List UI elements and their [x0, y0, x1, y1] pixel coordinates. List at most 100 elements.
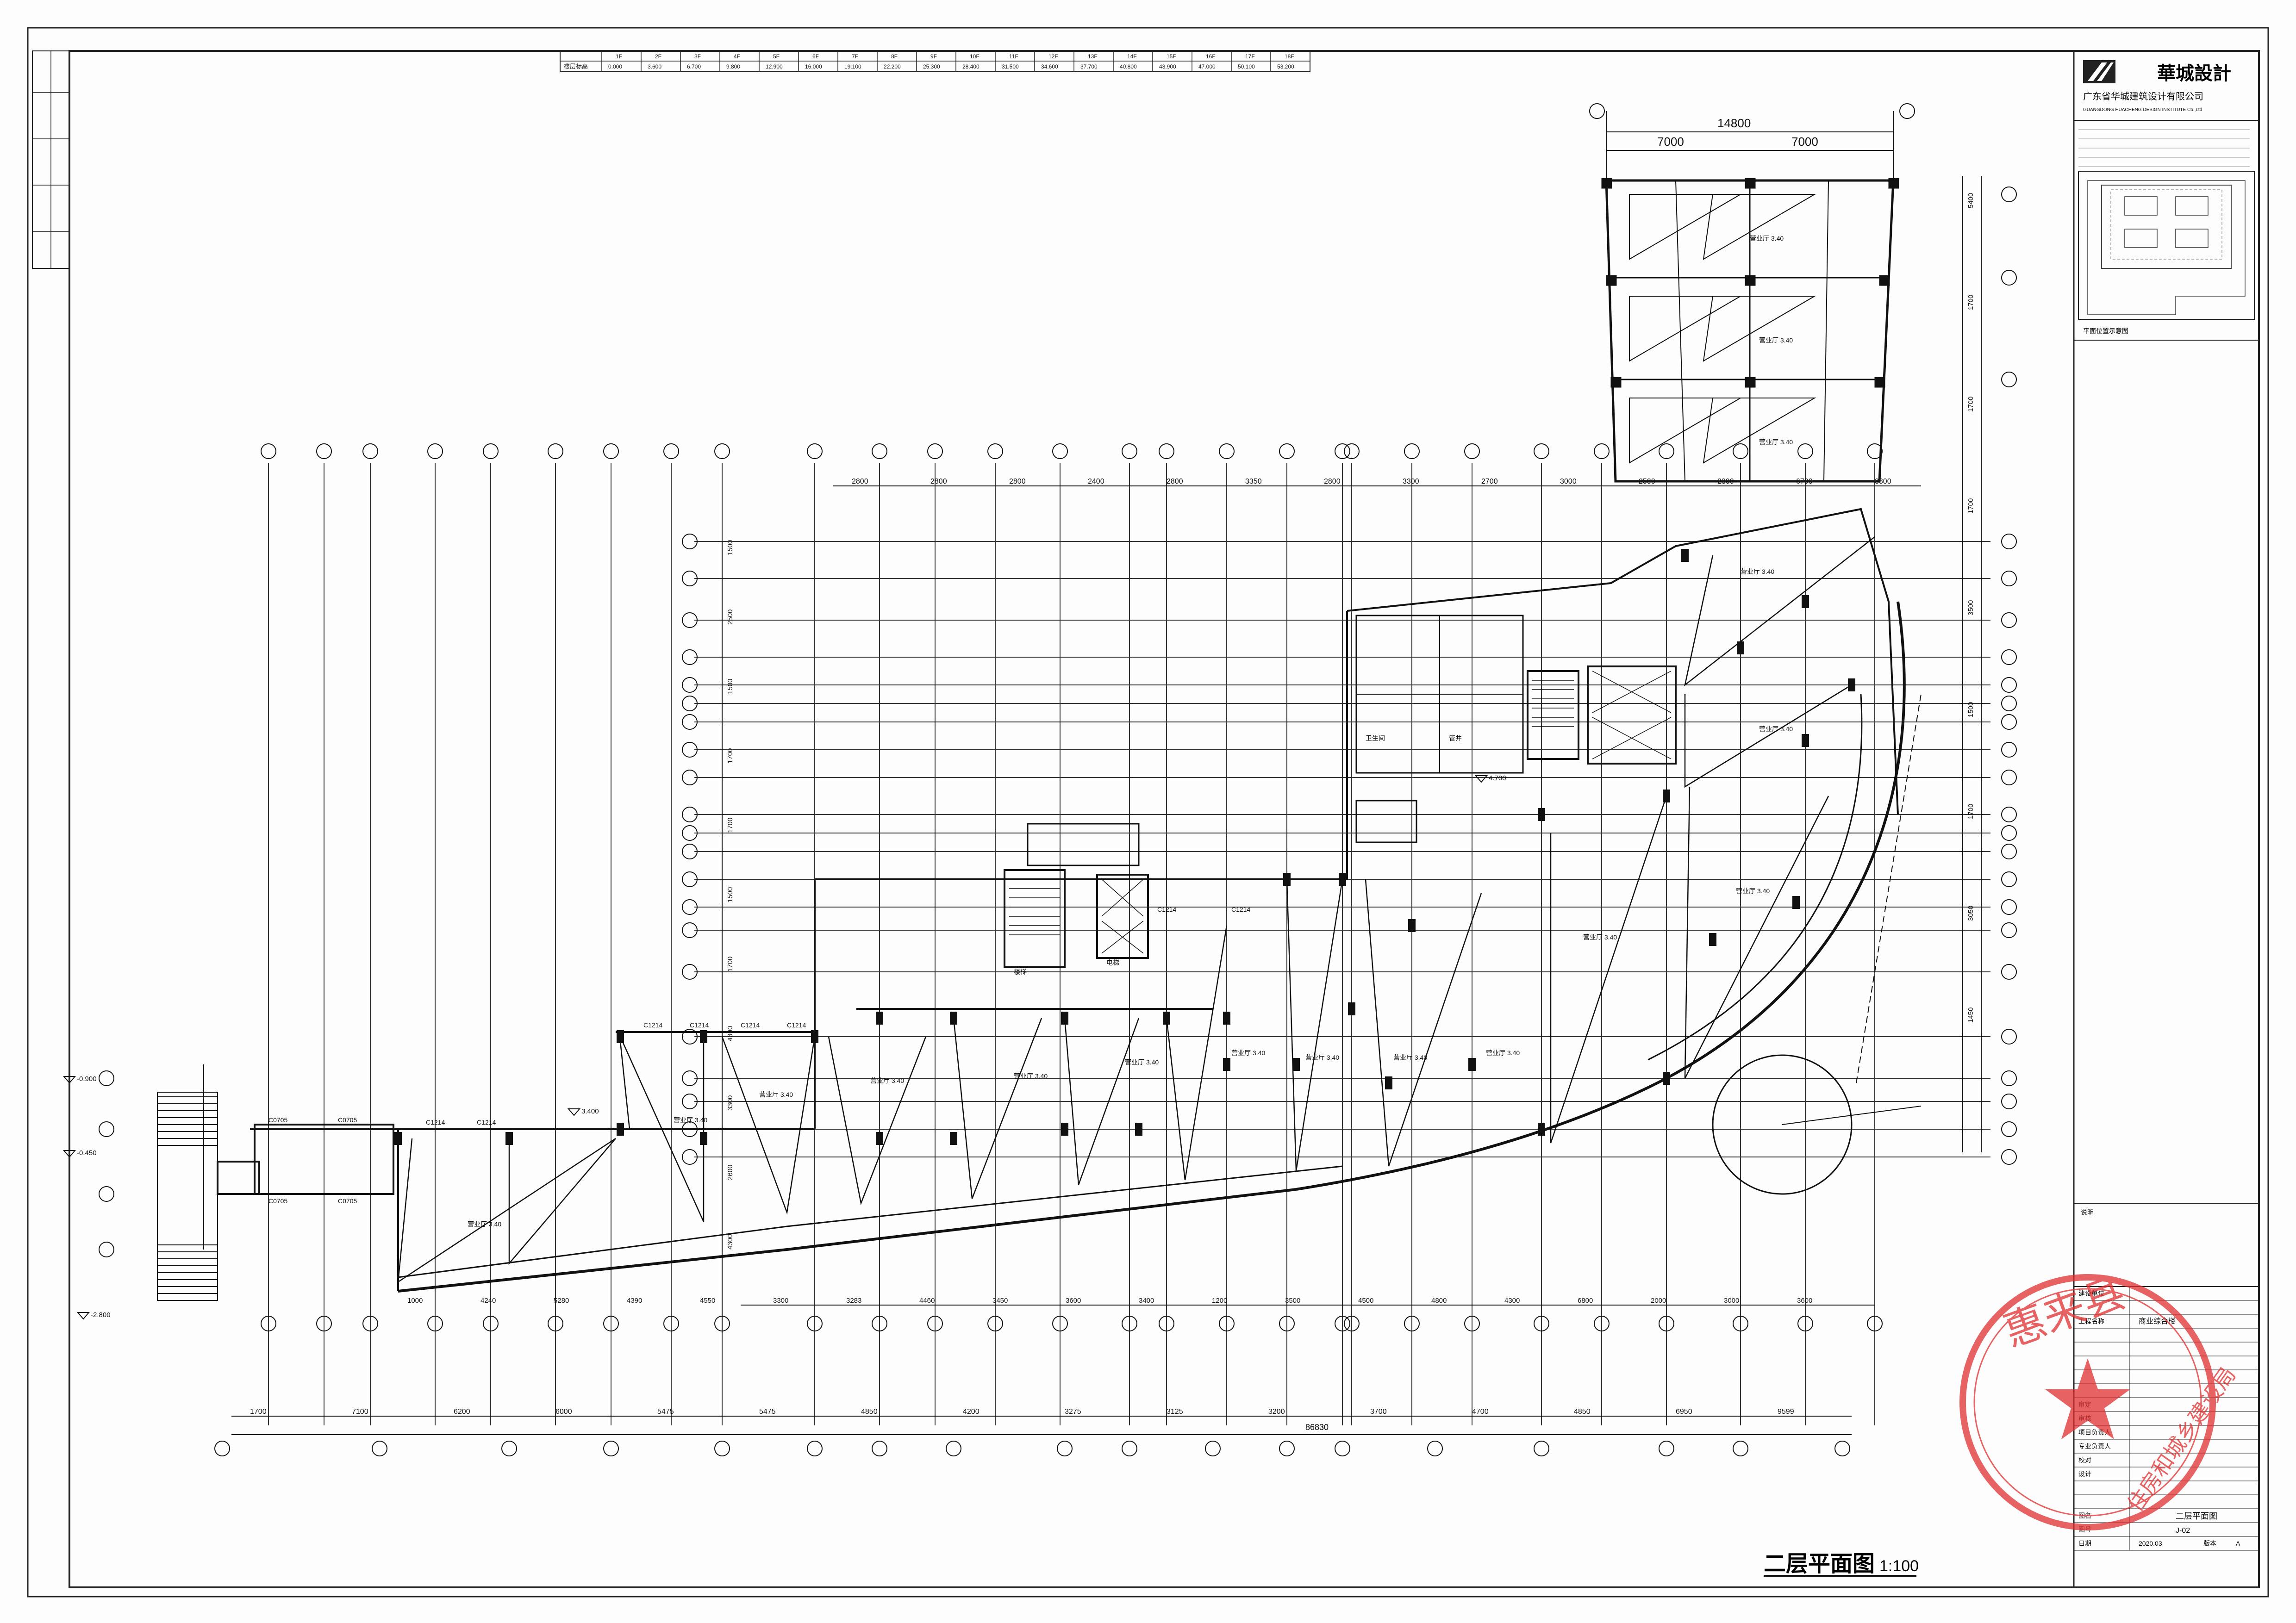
role-label: 校对	[2078, 1456, 2091, 1464]
drawing-number: J-02	[2176, 1527, 2190, 1535]
dim-value: 5475	[759, 1408, 776, 1416]
dimension-column-left: 1500250015001700170015001700430033002600…	[726, 540, 734, 1250]
axis-bubble-top	[603, 443, 619, 459]
axis-bubble-bottom-mid	[872, 1316, 887, 1331]
axis-bubble-bottom-mid	[927, 1316, 943, 1331]
title-block-rows	[2074, 1287, 2259, 1551]
floor-elevation: 9.800	[726, 63, 740, 70]
axis-bubble-top	[1219, 443, 1235, 459]
axis-bubble-bottom-mid	[1279, 1316, 1295, 1331]
dim-value: 6950	[1676, 1408, 1692, 1416]
axis-bubble-right	[2001, 742, 2017, 758]
title-block: 華城設計 广东省华城建筑设计有限公司 GUANGDONG HUACHENG DE…	[2073, 50, 2260, 1588]
axis-bubble-tower	[2001, 270, 2017, 286]
version-value: A	[2236, 1540, 2240, 1547]
dim-value: 1700	[1967, 397, 1975, 412]
dim-value: 3450	[992, 1297, 1008, 1305]
axis-bubble-bottom	[603, 1441, 619, 1456]
axis-bubble-right	[2001, 1149, 2017, 1165]
floor-level: 18F	[1285, 53, 1294, 60]
column	[1538, 1123, 1545, 1136]
axis-bubble-right	[2001, 770, 2017, 785]
key-plan-label: 平面位置示意图	[2083, 327, 2128, 335]
axis-bubble-left	[682, 649, 698, 665]
axis-bubble-top	[927, 443, 943, 459]
dim-value: 4300	[1504, 1297, 1520, 1305]
room-label: 营业厅 3.40	[1741, 568, 1774, 575]
room-label: 营业厅 3.40	[870, 1077, 904, 1084]
axis-bubble-top	[1867, 443, 1883, 459]
elevation-triangle	[1474, 775, 1488, 783]
axis-bubble-left	[682, 899, 698, 915]
axis-bubble-bottom-mid	[1594, 1316, 1610, 1331]
axis-bubble-right	[2001, 807, 2017, 822]
axis-bubble-top	[1122, 443, 1137, 459]
dim-value: 2000	[1651, 1297, 1666, 1305]
room-label: 营业厅 3.40	[1583, 933, 1617, 941]
floor-level: 12F	[1048, 53, 1058, 60]
axis-bubble-right	[2001, 714, 2017, 730]
column	[1709, 933, 1716, 946]
dim-value: 3300	[1403, 478, 1419, 485]
axis-bubble-bottom-mid	[1052, 1316, 1068, 1331]
floor-elevation: 31.500	[1002, 63, 1019, 70]
axis-bubble-top	[1052, 443, 1068, 459]
axis-bubble-top	[1279, 443, 1295, 459]
axis-bubble-bottom-mid	[1464, 1316, 1480, 1331]
axis-bubble-left	[682, 612, 698, 628]
dim-value: 1700	[726, 957, 734, 972]
axis-bubble-bottom-mid	[1733, 1316, 1748, 1331]
grid-lines-vertical	[268, 463, 1875, 1425]
dim-value: 2300	[1717, 478, 1734, 485]
axis-bubble-right	[2001, 844, 2017, 859]
column	[876, 1012, 883, 1025]
owner-label: 建设单位	[2078, 1290, 2104, 1297]
axis-bubble-bottom-mid	[427, 1316, 443, 1331]
dim-value: 3283	[846, 1297, 861, 1305]
floor-level: 14F	[1127, 53, 1137, 60]
floor-elevation: 25.300	[923, 63, 940, 70]
floor-level: 11F	[1009, 53, 1018, 60]
axis-bubble-top	[663, 443, 679, 459]
dim-value: 3050	[1967, 906, 1975, 921]
axis-bubble-bottom	[714, 1441, 730, 1456]
room-label: 营业厅 3.40	[674, 1116, 707, 1124]
outer-frame	[27, 27, 2269, 1598]
column	[1223, 1012, 1230, 1025]
axis-bubble-bottom-mid	[1344, 1316, 1360, 1331]
axis-bubble-bottom-mid	[1797, 1316, 1813, 1331]
floor-elevation: 16.000	[805, 63, 822, 70]
elevation-value: 3.400	[581, 1107, 599, 1115]
floor-level: 3F	[694, 53, 701, 60]
room-label: 营业厅 3.40	[1736, 887, 1770, 895]
role-label: 设计	[2078, 1470, 2091, 1478]
axis-bubble-left	[682, 534, 698, 549]
floor-level: 15F	[1167, 53, 1176, 60]
axis-bubble-tower	[2001, 372, 2017, 387]
floor-level: 2F	[655, 53, 661, 60]
floor-elevation: 28.400	[962, 63, 980, 70]
column	[1792, 896, 1800, 909]
axis-bubble-right	[2001, 534, 2017, 549]
dim-value: 4300	[726, 1234, 734, 1250]
floor-elevation-table: 楼层标高1F0.0002F3.6003F6.7004F9.8005F12.900…	[560, 50, 1310, 72]
stair-core-east	[1355, 615, 1677, 843]
dim-value: 1500	[726, 679, 734, 694]
axis-bubble-left	[682, 696, 698, 711]
dim-value: 2500	[726, 609, 734, 625]
axis-bubble-left	[682, 1094, 698, 1109]
axis-bubble-top	[1733, 443, 1748, 459]
company-logo-icon	[2083, 60, 2115, 83]
dim-value: 4200	[963, 1408, 980, 1416]
axis-bubble-bottom-mid	[1659, 1316, 1674, 1331]
dim-value: 3400	[1139, 1297, 1154, 1305]
column	[1385, 1076, 1392, 1089]
axis-bubble-right	[2001, 1029, 2017, 1045]
axis-bubble-top	[483, 443, 499, 459]
axis-bubble-top	[1594, 443, 1610, 459]
axis-bubble-right	[2001, 964, 2017, 980]
date-value: 2020.03	[2139, 1540, 2162, 1547]
axis-bubble-bottom	[1534, 1441, 1549, 1456]
